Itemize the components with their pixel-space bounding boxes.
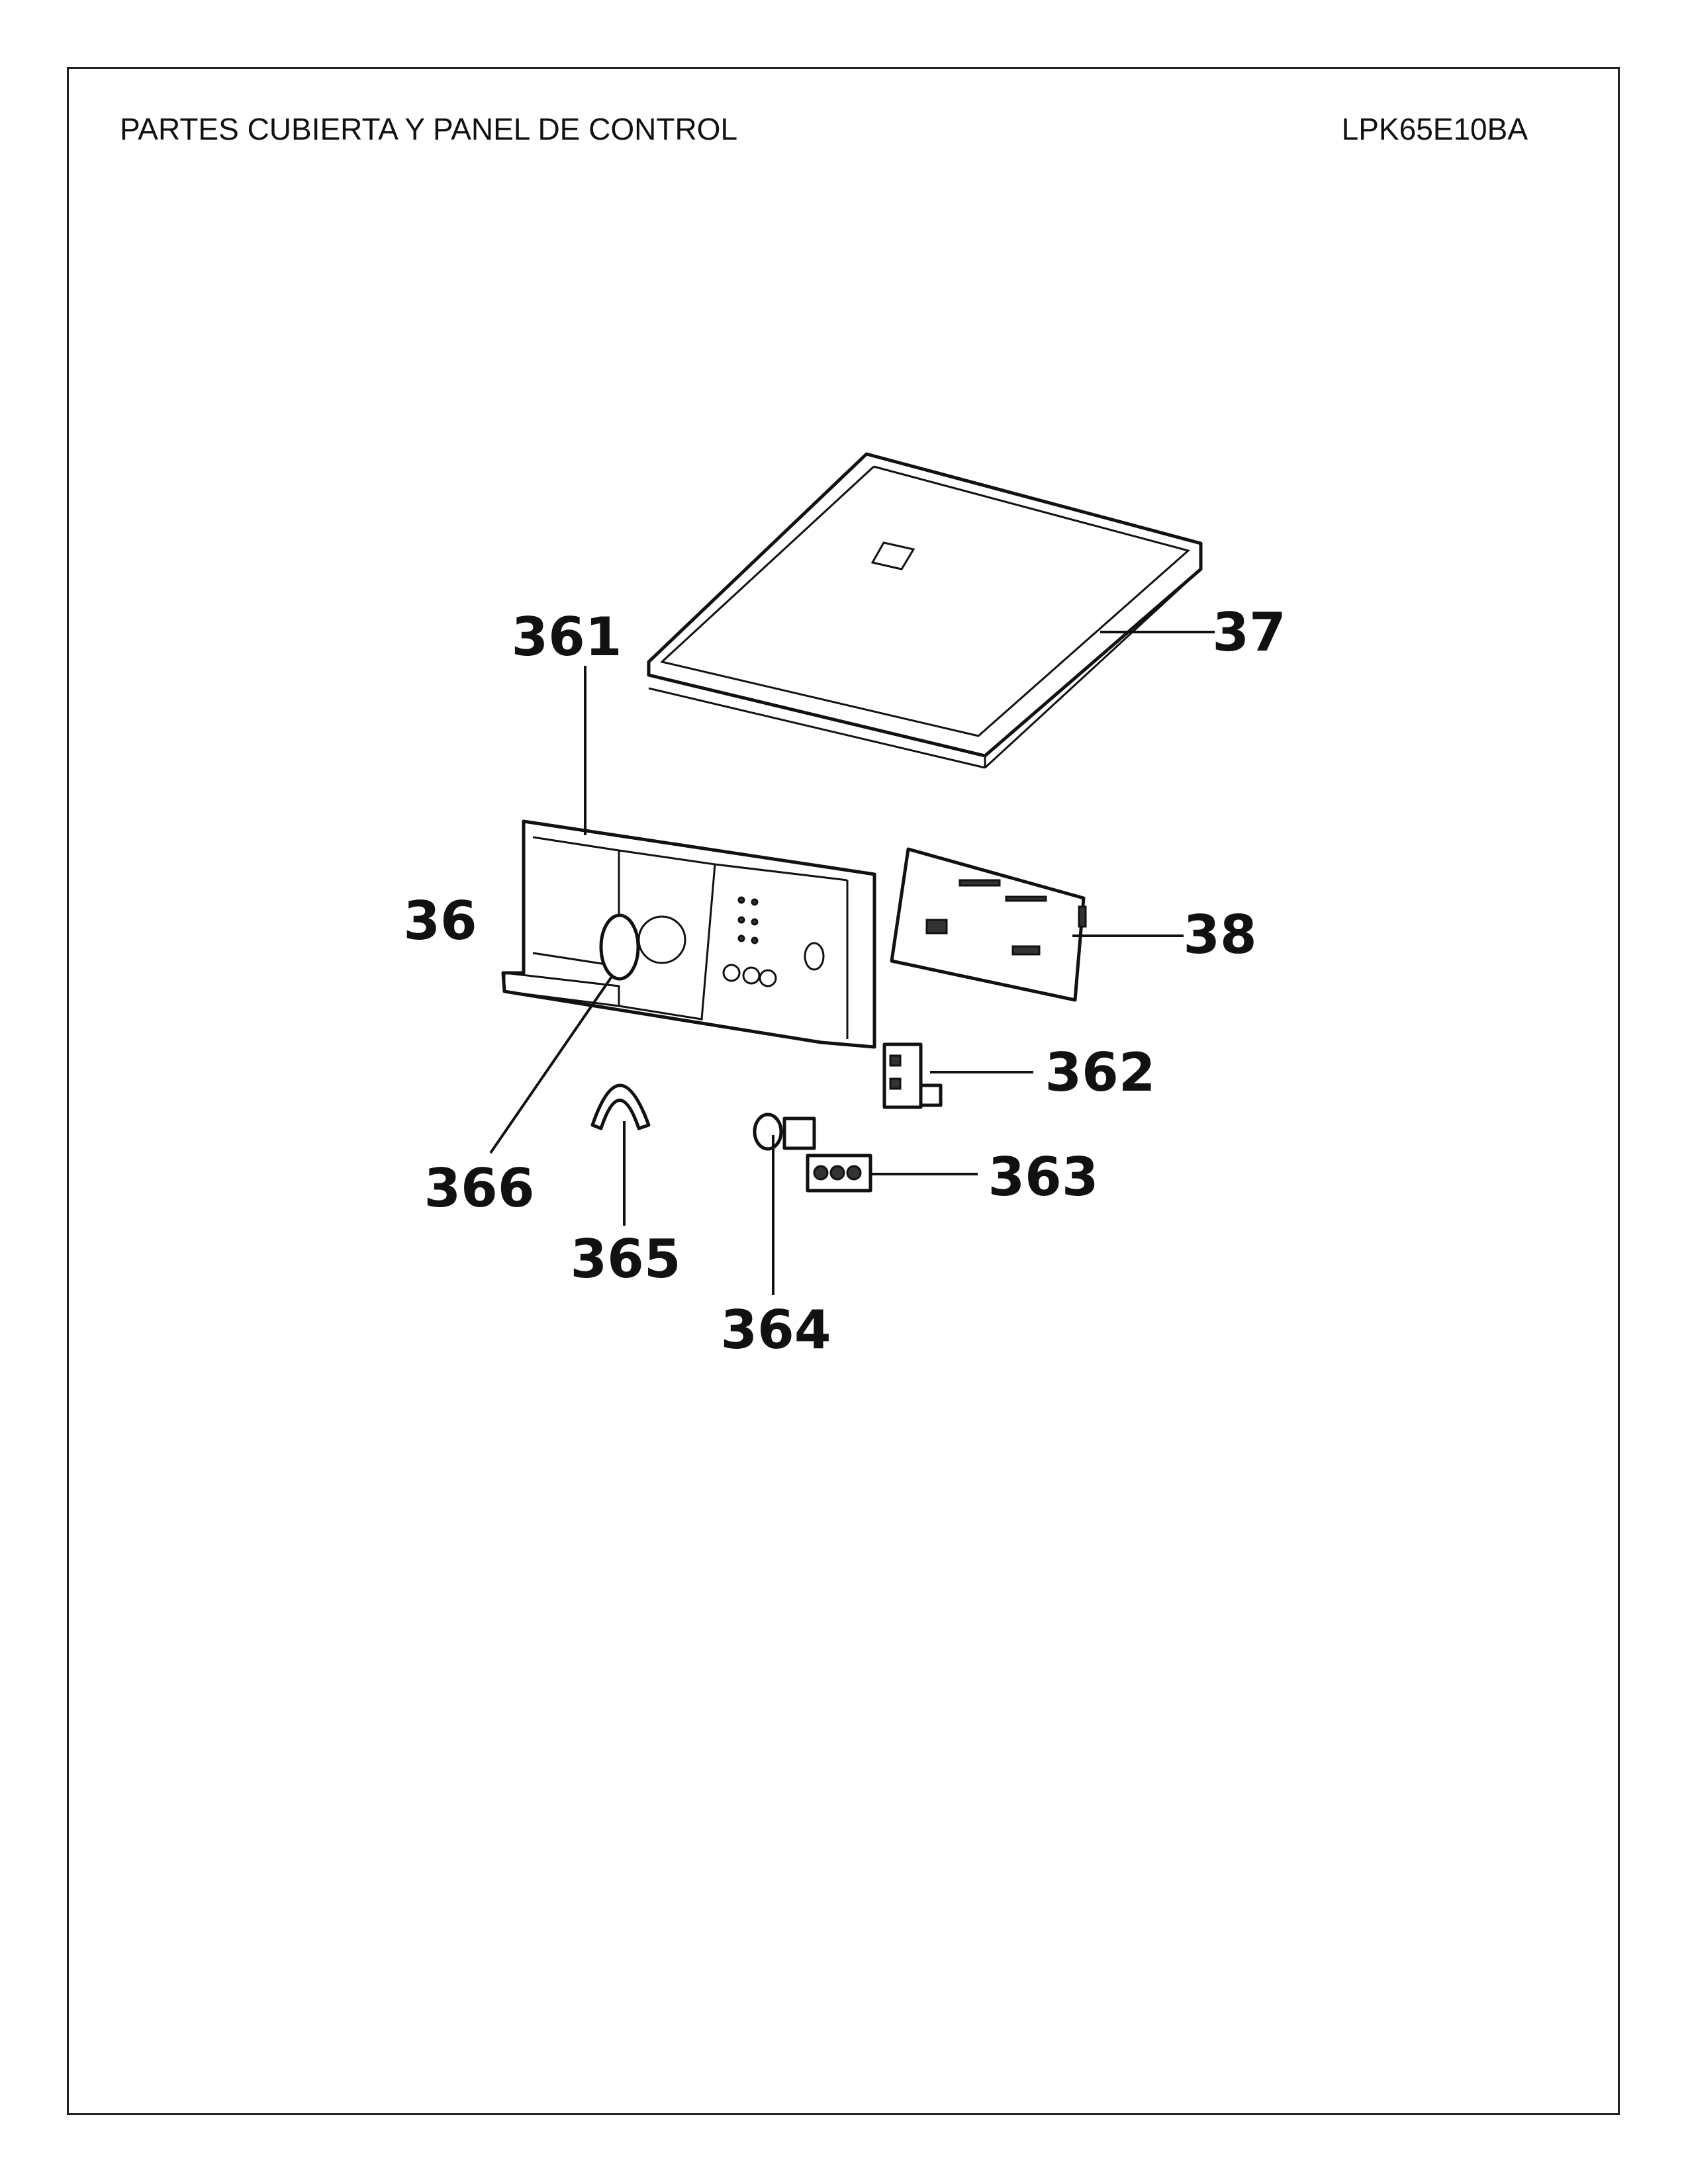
label-365: 365 — [571, 1228, 681, 1290]
model-number: LPK65E10BA — [1341, 112, 1528, 146]
label-37: 37 — [1212, 602, 1286, 663]
part-362-shape — [882, 1042, 943, 1109]
label-361: 361 — [512, 606, 622, 668]
page-border — [67, 67, 1620, 2115]
label-36: 36 — [403, 890, 477, 952]
page-title: PARTES CUBIERTA Y PANEL DE CONTROL — [120, 112, 738, 146]
part-364-shape — [753, 1113, 816, 1151]
label-38: 38 — [1183, 904, 1256, 966]
label-364: 364 — [721, 1299, 831, 1361]
label-363: 363 — [988, 1146, 1099, 1208]
top-cover-part — [647, 452, 1203, 769]
part-365-shape — [590, 1083, 651, 1130]
pcb-part — [890, 847, 1087, 1002]
label-362: 362 — [1045, 1042, 1156, 1103]
control-panel-part — [501, 819, 876, 1049]
label-366: 366 — [424, 1158, 535, 1219]
part-363-shape — [806, 1154, 872, 1193]
leader-366 — [489, 974, 614, 1154]
